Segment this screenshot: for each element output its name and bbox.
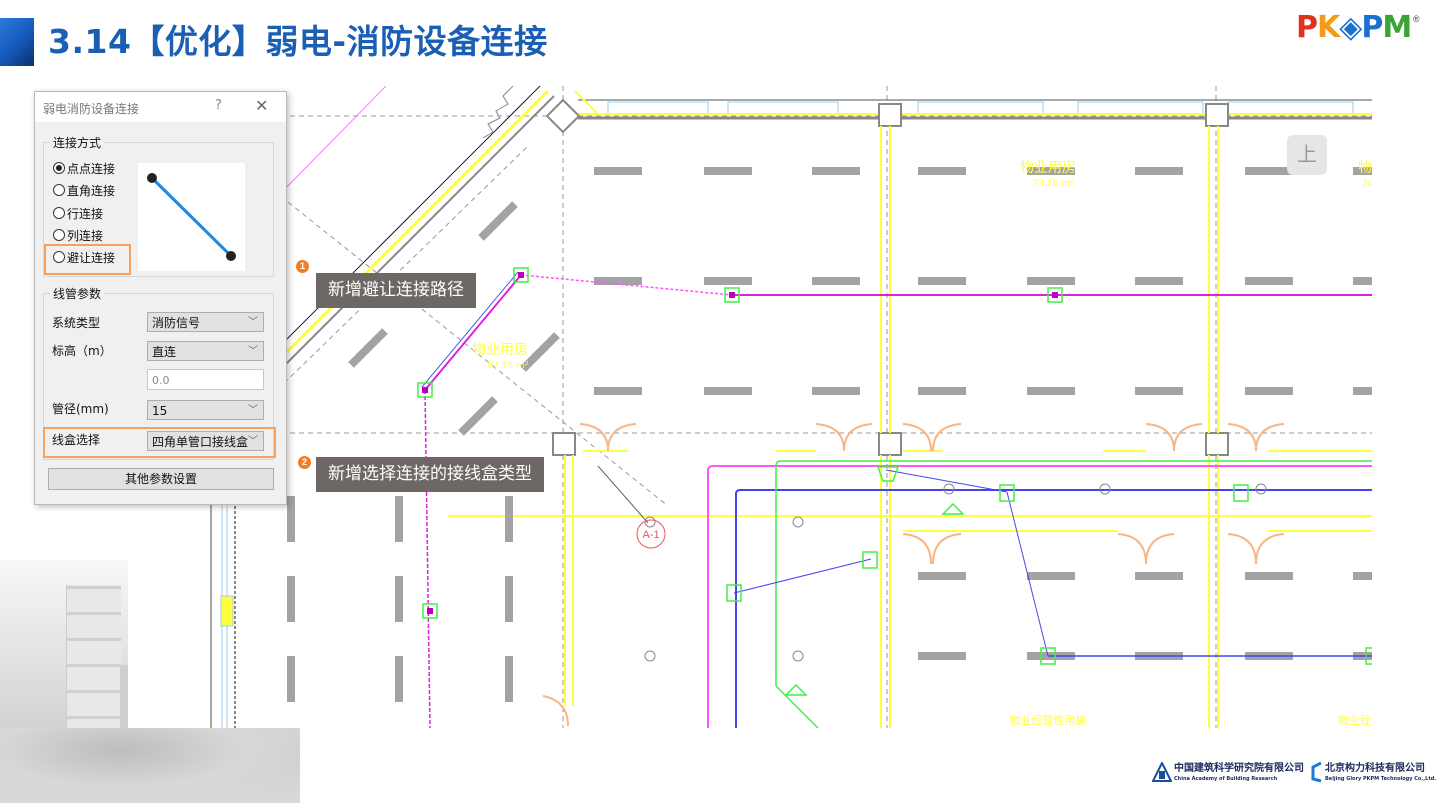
axis-tag-label: A-1: [642, 529, 659, 541]
radio-checked-icon[interactable]: [53, 162, 65, 174]
radio-label: 列连接: [67, 229, 104, 243]
radio-label: 避让连接: [67, 251, 116, 265]
radio-label: 行连接: [67, 207, 104, 221]
room-label-name: 物业经: [1338, 713, 1371, 727]
pkpm-logo: PK◈PM ®: [1296, 10, 1420, 45]
dialog-titlebar: 弱电消防设备连接 ? ✕: [35, 92, 286, 122]
footer-org2-en: Beijing Glory PKPM Technology Co.,Ltd.: [1325, 776, 1437, 782]
radio-right-angle[interactable]: 直角连接: [53, 182, 115, 200]
callout-junction-box-type: 新增选择连接的接线盒类型: [316, 457, 544, 492]
room-label-name: 物业用房: [1020, 160, 1076, 176]
device-connections: [733, 469, 1372, 657]
fire-devices: [417, 267, 1372, 696]
room-label-name: 物业经营性用房: [1010, 713, 1087, 727]
conduit-params-group: 线管参数: [43, 285, 274, 460]
radio-point-to-point[interactable]: 点点连接: [53, 160, 115, 178]
callout-number-badge: 1: [296, 260, 309, 273]
background-treeline: [0, 728, 300, 803]
footer-org1-cn: 中国建筑科学研究院有限公司: [1174, 763, 1304, 774]
diameter-select[interactable]: 15 ﹀: [147, 400, 264, 420]
system-type-select[interactable]: 消防信号 ﹀: [147, 312, 264, 332]
slide-title: 3.14【优化】弱电-消防设备连接: [48, 22, 548, 61]
connection-mode-group: 连接方式 点点连接 直角连接 行连接 列连接 避让连接: [43, 134, 274, 277]
cad-drawing: A-1 物业用房 73.20 m² 物业用房 87.75 m² 物业 70 物业…: [128, 86, 1372, 728]
axis-grid-lines: [128, 86, 1372, 728]
radio-column-connect[interactable]: 列连接: [53, 227, 103, 245]
glory-emblem-icon: [1311, 761, 1322, 783]
chevron-down-icon: ﹀: [248, 436, 258, 447]
fire-device-connect-dialog: 弱电消防设备连接 ? ✕ 连接方式 点点连接 直角连接 行连接 列连接 避让连接: [34, 91, 287, 505]
box-select-label: 线盒选择: [52, 433, 101, 447]
room-label-name: 物业: [1358, 160, 1372, 176]
cabr-emblem-icon: [1152, 762, 1172, 782]
select-value: 15: [152, 404, 168, 418]
elevation-label: 标高（m）: [52, 344, 112, 358]
view-up-button[interactable]: 上: [1287, 135, 1327, 175]
other-params-button[interactable]: 其他参数设置: [48, 468, 274, 490]
title-accent-bar: [0, 18, 34, 66]
radio-avoidance-connect[interactable]: 避让连接: [53, 249, 115, 267]
axis-tag-circle: [636, 519, 666, 549]
point-to-point-preview-icon: [147, 173, 236, 261]
diagonal-wall: [259, 86, 599, 377]
help-icon[interactable]: ?: [215, 98, 222, 113]
conduit-params-label: 线管参数: [50, 285, 105, 302]
footer-org1-en: China Academy of Building Research: [1174, 776, 1278, 782]
chevron-down-icon: ﹀: [248, 346, 258, 357]
radio-icon[interactable]: [53, 251, 65, 263]
device-centers: [422, 272, 1058, 614]
radio-icon[interactable]: [53, 229, 65, 241]
highlight-box-select: [43, 427, 276, 458]
radio-icon[interactable]: [53, 184, 65, 196]
background-tower: [66, 585, 121, 745]
chevron-down-icon: ﹀: [248, 405, 258, 416]
cad-drawing-canvas[interactable]: A-1 物业用房 73.20 m² 物业用房 87.75 m² 物业 70 物业…: [128, 86, 1372, 728]
room-label-name: 物业用房: [472, 342, 528, 358]
select-value: 消防信号: [152, 316, 201, 330]
select-value: 四角单管口接线盒: [152, 435, 249, 449]
select-value: 直连: [152, 345, 177, 359]
room-label-area: 87.75 m²: [487, 361, 528, 371]
chevron-down-icon: ﹀: [248, 317, 258, 328]
top-wall: [578, 99, 1372, 120]
room-label-area: 70: [1362, 179, 1372, 189]
connection-preview: [138, 163, 245, 271]
doors: [542, 423, 1285, 727]
radio-icon[interactable]: [53, 207, 65, 219]
axis-tag-leader: [597, 465, 649, 524]
elevation-value-input[interactable]: 0.0: [147, 369, 264, 390]
close-icon[interactable]: ✕: [255, 96, 269, 115]
callout-number-badge: 2: [298, 456, 311, 469]
connection-mode-label: 连接方式: [50, 134, 105, 151]
radio-row-connect[interactable]: 行连接: [53, 205, 103, 223]
system-type-label: 系统类型: [52, 316, 101, 330]
left-wall: [210, 496, 236, 728]
dialog-title: 弱电消防设备连接: [43, 102, 140, 116]
room-label-area: 73.20 m²: [1032, 179, 1073, 189]
radio-label: 点点连接: [67, 162, 116, 176]
columns: [545, 98, 1229, 456]
smoke-detectors: [644, 483, 1267, 662]
diameter-label: 管径(mm): [52, 402, 109, 416]
radio-label: 直角连接: [67, 184, 116, 198]
footer-org2-cn: 北京构力科技有限公司: [1325, 763, 1425, 774]
junction-box-select[interactable]: 四角单管口接线盒﹀: [147, 431, 264, 451]
corridor-lines: [707, 460, 1372, 728]
highlight-avoidance-option: [44, 244, 131, 275]
callout-avoidance-path: 新增避让连接路径: [316, 273, 476, 308]
yellow-walls: [448, 126, 1372, 728]
registered-mark: ®: [1413, 14, 1420, 24]
boundary-line: [277, 86, 387, 197]
elevation-select[interactable]: 直连 ﹀: [147, 341, 264, 361]
